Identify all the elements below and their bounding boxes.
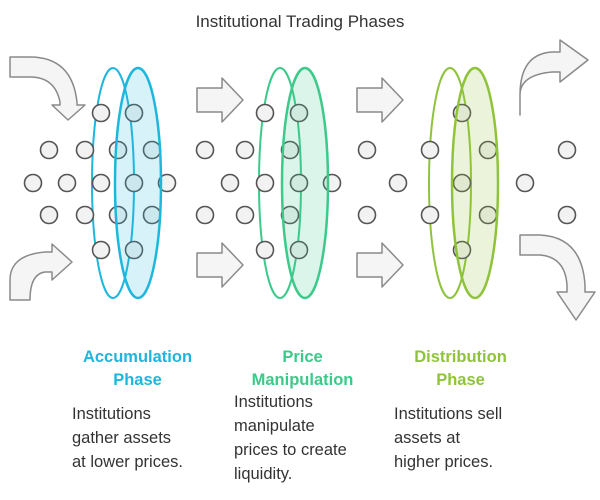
arrow-right-icon: [356, 242, 404, 288]
curved-arrow-out-down-icon: [519, 234, 596, 321]
manipulation-phase-description: Institutions manipulate prices to create…: [234, 390, 384, 486]
particle-dot: [39, 140, 59, 160]
particle-dot: [557, 140, 577, 160]
phase-desc-line: higher prices.: [394, 453, 494, 471]
particle-dot: [91, 240, 111, 260]
particle-dot: [108, 205, 128, 225]
phase-desc-line: assets at: [394, 429, 461, 447]
arrow-right-icon: [196, 242, 244, 288]
particle-dot: [289, 240, 309, 260]
particle-dot: [157, 173, 177, 193]
particle-dot: [280, 140, 300, 160]
particle-dot: [255, 173, 275, 193]
manipulation-ring: [280, 66, 330, 300]
phase-desc-line: Institutions sell: [394, 405, 503, 423]
particle-dot: [515, 173, 535, 193]
distribution-phase-label: Distribution Phase: [378, 346, 543, 392]
particle-dot: [220, 173, 240, 193]
phase-label-line: Price: [282, 348, 323, 366]
particle-dot: [255, 103, 275, 123]
particle-dot: [357, 205, 377, 225]
phase-label-line: Manipulation: [251, 371, 354, 389]
particle-dot: [388, 173, 408, 193]
distribution-ring: [450, 66, 500, 300]
particle-dot: [91, 103, 111, 123]
particle-dot: [75, 140, 95, 160]
curved-arrow-in-icon: [9, 243, 73, 301]
accumulation-phase-description: Institutions gather assets at lower pric…: [72, 402, 222, 474]
phase-desc-line: prices to create: [234, 441, 347, 459]
diagram-title: Institutional Trading Phases: [195, 12, 405, 31]
phase-desc-line: gather assets: [72, 429, 172, 447]
rings-front: [113, 66, 500, 300]
particle-dot: [108, 140, 128, 160]
phase-desc-line: liquidity.: [234, 465, 293, 483]
manipulation-phase-label: Price Manipulation: [220, 346, 385, 392]
particle-dot: [357, 140, 377, 160]
particle-dot: [57, 173, 77, 193]
particle-dot: [75, 205, 95, 225]
particle-dot: [23, 173, 43, 193]
phase-label-line: Distribution: [414, 348, 507, 366]
particle-dot: [39, 205, 59, 225]
distribution-phase-description: Institutions sell assets at higher price…: [394, 402, 554, 474]
particle-dot: [255, 240, 275, 260]
accumulation-phase-label: Accumulation Phase: [55, 346, 220, 392]
particle-dot: [280, 205, 300, 225]
particle-dot: [195, 140, 215, 160]
phase-desc-line: manipulate: [234, 417, 315, 435]
particle-dot: [124, 240, 144, 260]
particle-dot: [124, 103, 144, 123]
particle-dot: [289, 103, 309, 123]
phase-desc-line: Institutions: [234, 393, 313, 411]
particle-dots: [23, 103, 577, 260]
particle-dot: [195, 205, 215, 225]
particle-dot: [420, 205, 440, 225]
particle-dot: [235, 140, 255, 160]
flow-arrows: [9, 39, 596, 321]
arrow-right-icon: [196, 77, 244, 123]
particle-dot: [235, 205, 255, 225]
particle-dot: [452, 173, 472, 193]
particle-dot: [91, 173, 111, 193]
curved-arrow-out-up-icon: [519, 39, 589, 116]
arrow-right-icon: [356, 77, 404, 123]
particle-dot: [124, 173, 144, 193]
phase-desc-line: Institutions: [72, 405, 151, 423]
phase-label-line: Phase: [436, 371, 485, 389]
phase-label-line: Accumulation: [82, 348, 193, 366]
particle-dot: [420, 140, 440, 160]
accumulation-ring: [113, 66, 163, 300]
phase-desc-line: at lower prices.: [72, 453, 183, 471]
curved-arrow-in-icon: [9, 56, 86, 121]
phase-label-line: Phase: [113, 371, 162, 389]
particle-dot: [289, 173, 309, 193]
particle-dot: [557, 205, 577, 225]
